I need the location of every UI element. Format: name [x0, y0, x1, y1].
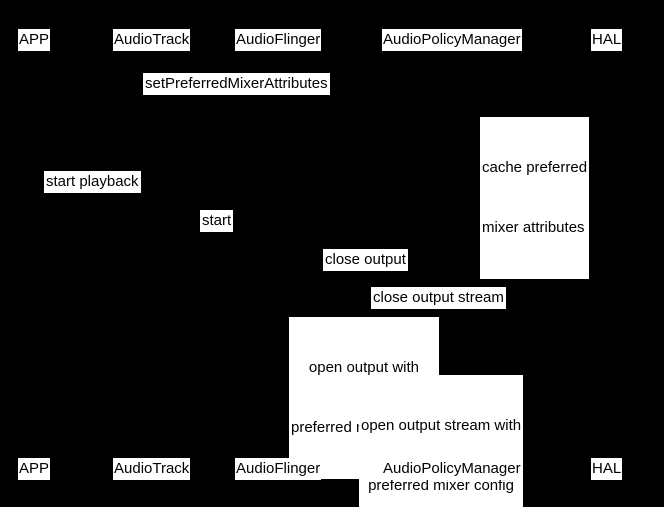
arrow-cache-preferred-mixer-attributes: [457, 157, 482, 158]
arrow-set-preferred-mixer-attributes: [35, 95, 457, 96]
message-start-playback: start playback: [44, 171, 141, 193]
participant-footer-audiotrack[interactable]: AudioTrack: [113, 458, 191, 480]
message-line-2: preferred mixer config: [368, 477, 514, 494]
arrow-start: [155, 232, 280, 233]
message-line-1: cache preferred: [482, 159, 588, 176]
arrow-close-output: [280, 271, 457, 272]
lifeline-hal: [608, 51, 609, 458]
message-set-preferred-mixer-attributes: setPreferredMixerAttributes: [143, 73, 330, 95]
arrow-start-playback: [35, 193, 155, 194]
message-line-1: open output stream with: [361, 417, 522, 434]
message-cache-preferred-mixer-attributes: cache preferred mixer attributes: [480, 117, 590, 279]
message-close-output: close output: [323, 249, 408, 271]
message-line-1: open output with: [308, 359, 419, 376]
participant-footer-audiopolicymanager[interactable]: AudioPolicyManager: [382, 458, 522, 480]
participant-header-app[interactable]: APP: [18, 29, 51, 51]
lifeline-audiotrack: [155, 51, 156, 458]
lifeline-audioflinger: [280, 51, 281, 458]
message-close-output-stream: close output stream: [371, 287, 506, 309]
lifeline-app: [35, 51, 36, 458]
participant-header-audiotrack[interactable]: AudioTrack: [113, 29, 191, 51]
arrow-close-output-stream: [457, 309, 608, 310]
participant-footer-audioflinger[interactable]: AudioFlinger: [235, 458, 322, 480]
message-line-2: mixer attributes: [482, 219, 585, 236]
arrow-open-output-stream-with-preferred-mixer-config: [457, 415, 608, 416]
participant-header-audioflinger[interactable]: AudioFlinger: [235, 29, 322, 51]
message-open-output-stream-with-preferred-mixer-config: open output stream with preferred mixer …: [359, 375, 524, 507]
message-start: start: [200, 210, 234, 232]
participant-footer-hal[interactable]: HAL: [591, 458, 623, 480]
lifeline-audiopolicymanager: [457, 51, 458, 458]
participant-footer-app[interactable]: APP: [18, 458, 51, 480]
participant-header-audiopolicymanager[interactable]: AudioPolicyManager: [382, 29, 522, 51]
participant-header-hal[interactable]: HAL: [591, 29, 623, 51]
